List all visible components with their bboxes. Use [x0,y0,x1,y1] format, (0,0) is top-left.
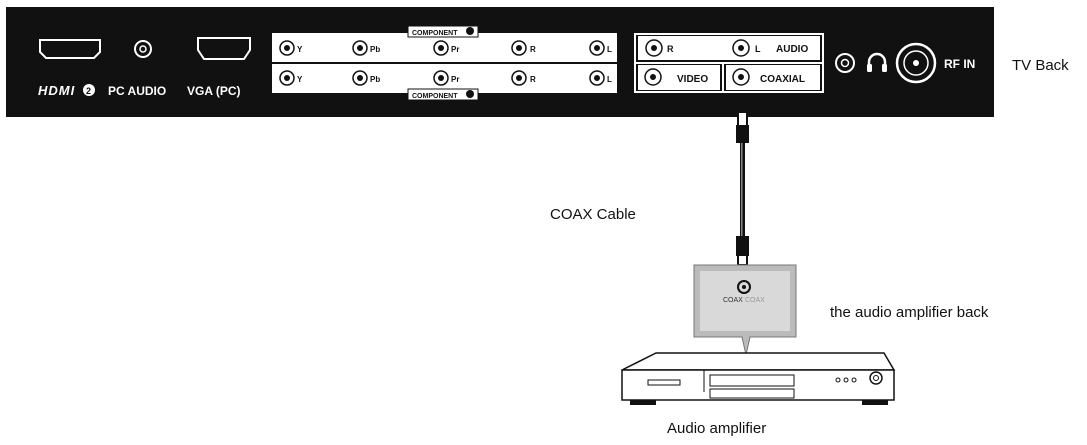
amp-coax-faded-label: COAX [745,297,765,304]
audio-inner [638,36,820,60]
hdmi-label: HDMI [38,83,75,98]
component-top-tab [407,25,479,38]
jack-bottom-l-label: L [607,75,612,84]
jack-top-y-label: Y [297,45,303,54]
coax-cable [736,111,749,266]
jack-top-pr [433,40,449,56]
jack-bottom-pb-label: Pb [370,75,380,84]
hdmi-number: 2 [86,86,91,96]
jack-top-pb [352,40,368,56]
component-top-label: COMPONENT [412,30,458,37]
jack-top-pb-label: Pb [370,45,380,54]
video-label: VIDEO [677,74,708,85]
hdmi-port [39,39,101,59]
component-bottom-row: Y Pb Pr R L [279,70,612,86]
component-bottom-badge [466,90,474,98]
jack-bottom-r-label: R [530,75,536,84]
audio-l-label: L [755,44,761,54]
jack-top-y [279,40,295,56]
jack-bottom-y-label: Y [297,75,303,84]
audio-amplifier-device [621,352,896,405]
jack-bottom-l [589,70,605,86]
component-bottom-tab [407,88,479,101]
jack-video [644,68,662,86]
jack-bottom-pr [433,70,449,86]
vga-label: VGA (PC) [187,84,241,98]
amp-back-callout [693,264,797,356]
coaxial-label: COAXIAL [760,74,805,85]
amp-coax-jack [737,280,751,294]
jack-top-r-label: R [530,45,536,54]
jack-top-l-label: L [607,45,612,54]
headphone-jack [835,53,855,73]
audio-amplifier-label: Audio amplifier [667,420,767,437]
amp-back-label: the audio amplifier back [830,304,989,321]
component-top-badge [466,27,474,35]
jack-bottom-pb [352,70,368,86]
headphone-icon [867,52,887,72]
jack-audio-r [645,39,663,57]
pc-audio-label: PC AUDIO [108,84,166,98]
jack-coaxial [732,68,750,86]
audio-label: AUDIO [776,44,808,55]
rf-in-label: RF IN [944,57,975,71]
component-top-row: Y Pb Pr R L [279,40,612,56]
hdmi-number-badge [83,84,95,96]
component-bottom-label: COMPONENT [412,93,458,100]
jack-bottom-pr-label: Pr [451,75,459,84]
vga-port [197,37,251,60]
amp-coax-label: COAX [723,297,743,304]
jack-audio-l [732,39,750,57]
audio-r-label: R [667,44,674,54]
jack-top-r [511,40,527,56]
jack-bottom-r [511,70,527,86]
jack-top-pr-label: Pr [451,45,459,54]
jack-top-l [589,40,605,56]
tv-back-label: TV Back [1012,57,1069,74]
rf-in-jack [895,42,937,84]
jack-bottom-y [279,70,295,86]
coax-cable-label: COAX Cable [550,206,636,223]
pc-audio-port [134,40,152,58]
